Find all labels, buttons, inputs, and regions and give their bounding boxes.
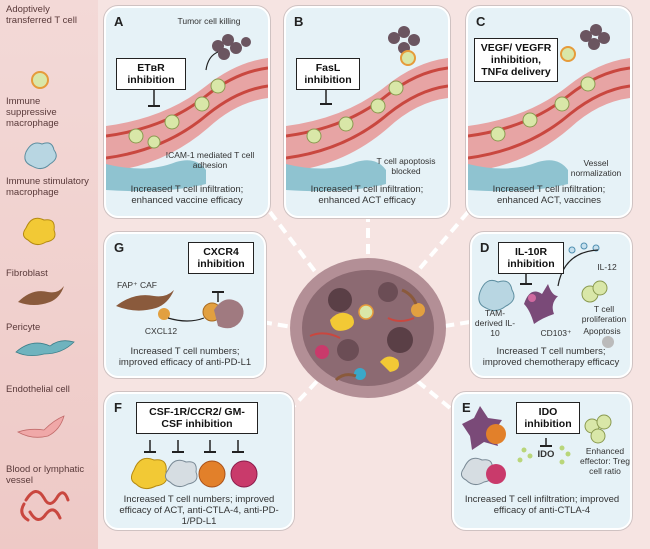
legend-label-fibroblast: Fibroblast — [6, 268, 48, 279]
panel-g-note-caf: FAP⁺ CAF — [117, 280, 157, 290]
panel-g-illustration — [116, 290, 244, 329]
panel-f: F CSF-1R/CCR2/ GM-CSF inhibition Increas… — [104, 392, 294, 530]
legend-label-t-cell: Adoptively transferred T cell — [6, 4, 77, 26]
panel-d-note-il12: IL-12 — [597, 262, 617, 272]
panel-c-inhibition-box: VEGF/ VEGFR inhibition, TNFα delivery — [474, 38, 558, 82]
legend-icons — [15, 71, 75, 522]
panel-e-caption: Increased T cell infiltration; improved … — [464, 494, 620, 516]
panel-e-illustration — [460, 406, 612, 486]
panel-d-caption: Increased T cell numbers; improved chemo… — [482, 346, 620, 368]
panel-a-note-adhesion: ICAM-1 mediated T cell adhesion — [165, 150, 255, 170]
panel-g: G CXCR4 inhibition FAP⁺ CAF CXCL12 Incre… — [104, 232, 266, 378]
panel-e-inhibition-box: IDO inhibition — [516, 402, 580, 434]
suppressive-macrophage-icon — [164, 459, 198, 488]
legend-label-endothelial-cell: Endothelial cell — [6, 384, 70, 395]
panel-f-illustration — [130, 440, 258, 490]
legend: Adoptively transferred T cell Immune sup… — [0, 0, 98, 549]
t-cell-icon — [31, 71, 49, 89]
panel-a-note-killing: Tumor cell killing — [177, 16, 241, 26]
panel-d-letter: D — [480, 240, 490, 255]
panel-f-letter: F — [114, 400, 122, 415]
panel-d-illustration — [478, 242, 614, 348]
monocyte-icon — [198, 460, 226, 488]
legend-label-stimulatory-macrophage: Immune stimulatory macrophage — [6, 176, 89, 198]
suppressive-macrophage-icon — [478, 279, 515, 312]
fibroblast-icon — [116, 290, 174, 311]
panel-e-letter: E — [462, 400, 471, 415]
panel-g-letter: G — [114, 240, 125, 255]
panel-g-caption: Increased T cell numbers; improved effic… — [118, 346, 252, 368]
dendritic-cell-icon — [524, 284, 558, 324]
pericyte-icon — [15, 340, 75, 356]
granulocyte-icon — [230, 460, 258, 488]
cxcl12-ligand — [158, 308, 170, 320]
panel-d-note-proliferation: T cell proliferation — [581, 304, 627, 324]
stimulatory-macrophage-icon — [130, 457, 168, 490]
panel-d-inhibition-box: IL-10R inhibition — [498, 242, 564, 274]
panel-c: C VEGF/ VEGFR inhibition, TNFα delivery … — [466, 6, 632, 218]
central-tumor — [290, 258, 446, 398]
panel-c-caption: Increased T cell infiltration; enhanced … — [492, 184, 606, 206]
panel-c-letter: C — [476, 14, 486, 29]
stimulatory-macrophage-icon — [22, 217, 56, 246]
panel-b: B FasL inhibition T cell apoptosis block… — [284, 6, 450, 218]
panel-c-illustration — [468, 24, 630, 192]
endothelial-cell-icon — [17, 415, 65, 438]
panel-a-illustration — [106, 34, 268, 192]
panel-f-inhibition-box: CSF-1R/CCR2/ GM-CSF inhibition — [136, 402, 258, 434]
panel-e: E IDO inhibition IDO Enhanced effector: … — [452, 392, 632, 530]
panel-g-note-cxcl12: CXCL12 — [144, 326, 178, 336]
legend-label-pericyte: Pericyte — [6, 322, 41, 333]
panel-b-inhibition-box: FasL inhibition — [296, 58, 360, 90]
panel-d-note-cd103: CD103⁺ — [540, 328, 572, 338]
legend-label-suppressive-macrophage: Immune suppressive macrophage — [6, 96, 59, 129]
panel-b-letter: B — [294, 14, 304, 29]
panel-d-note-apoptosis: Apoptosis — [583, 326, 621, 336]
panel-c-note-normalization: Vessel normalization — [570, 158, 622, 178]
suppressive-macrophage-icon — [24, 142, 57, 170]
panel-f-caption: Increased T cell numbers; improved effic… — [119, 494, 279, 527]
panel-a: A ETʙR inhibition Tumor cell killing ICA… — [104, 6, 270, 218]
fibroblast-icon — [18, 286, 64, 305]
panel-e-note-ratio: Enhanced effector: Treg cell ratio — [580, 446, 630, 476]
vessel-icon — [20, 490, 70, 522]
macrophage-icon — [214, 299, 244, 329]
legend-label-vessel: Blood or lymphatic vessel — [6, 464, 85, 486]
panel-g-inhibition-box: CXCR4 inhibition — [188, 242, 254, 274]
panel-b-note-apoptosis: T cell apoptosis blocked — [376, 156, 436, 176]
panel-e-note-ido: IDO — [537, 449, 555, 460]
panel-b-illustration — [286, 26, 448, 192]
panel-b-caption: Increased T cell infiltration; enhanced … — [310, 184, 424, 206]
panel-a-letter: A — [114, 14, 124, 29]
panel-d-note-tam: TAM-derived IL-10 — [474, 308, 516, 338]
panel-d: D IL-10R inhibition IL-12 TAM-derived IL… — [470, 232, 632, 378]
panel-a-caption: Increased T cell infiltration; enhanced … — [130, 184, 244, 206]
panel-a-inhibition-box: ETʙR inhibition — [116, 58, 186, 90]
